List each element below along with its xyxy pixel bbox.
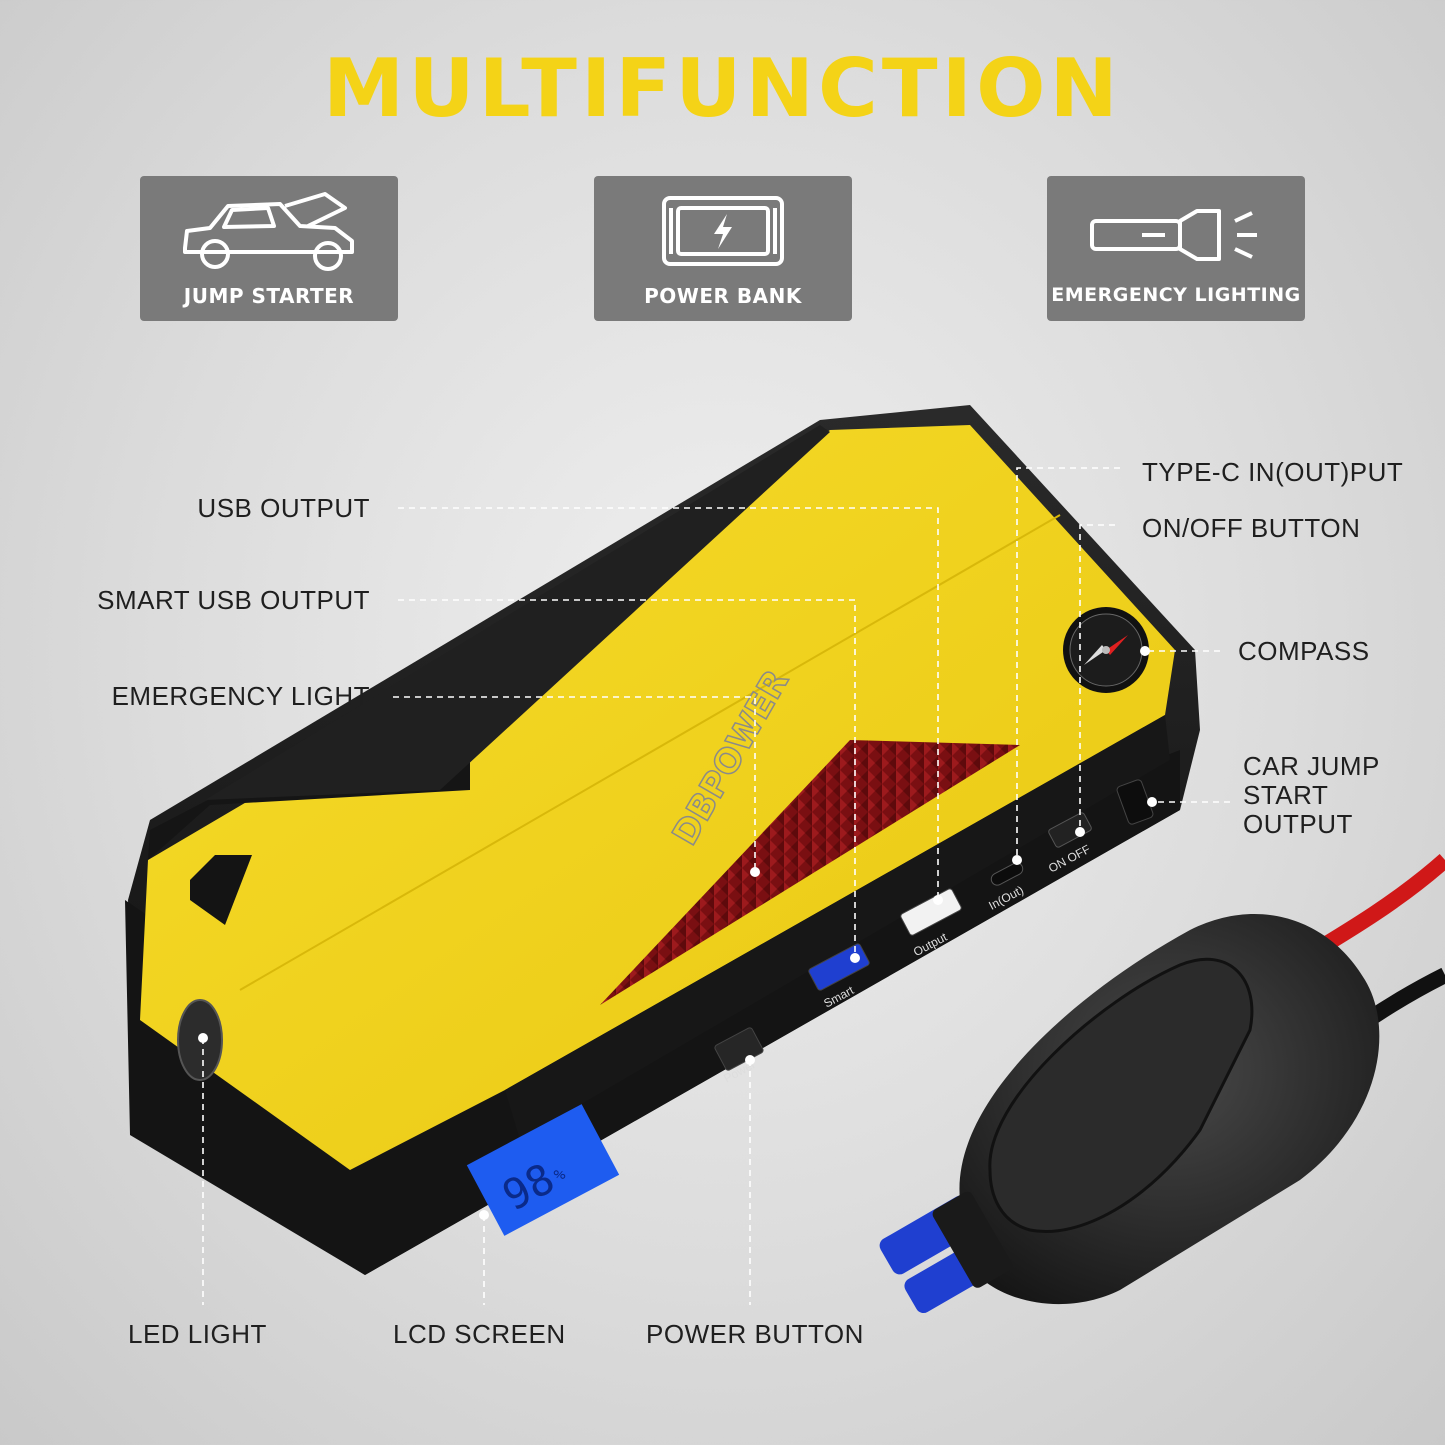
compass — [1063, 607, 1149, 693]
callout-line: OUTPUT — [1243, 809, 1353, 839]
callout-line: START — [1243, 780, 1329, 810]
feature-label: POWER BANK — [644, 284, 802, 308]
usb-output-port[interactable] — [900, 888, 962, 936]
callout-usb-output: USB OUTPUT — [197, 493, 370, 523]
feature-label: EMERGENCY LIGHTING — [1051, 284, 1301, 306]
jump-starter-device: 98 % Power Smart Output In(Out) ON OFF D… — [125, 405, 1200, 1275]
callout-dots — [198, 646, 1157, 1220]
callout-emergency-light: EMERGENCY LIGHT — [111, 681, 370, 711]
car-icon — [183, 192, 354, 271]
battery-icon — [662, 196, 784, 266]
page-headline: MULTIFUNCTION — [323, 42, 1122, 135]
callout-power-button: POWER BUTTON — [646, 1319, 864, 1349]
type-c-port[interactable] — [989, 861, 1025, 888]
emergency-light-reflector — [600, 740, 1020, 1005]
callout-leader-lines — [202, 467, 1230, 1305]
callout-line: CAR JUMP — [1243, 751, 1380, 781]
flashlight-icon — [1090, 209, 1257, 261]
feature-card-emergency-lighting: EMERGENCY LIGHTING — [1047, 176, 1305, 321]
callout-type-c: TYPE-C IN(OUT)PUT — [1142, 457, 1404, 487]
callout-car-jump-start-output: CAR JUMP START OUTPUT — [1243, 752, 1380, 839]
feature-card-jump-starter: JUMP STARTER — [140, 176, 398, 321]
callout-on-off-button: ON/OFF BUTTON — [1142, 513, 1361, 543]
feature-label: JUMP STARTER — [183, 284, 355, 308]
callout-led-light: LED LIGHT — [128, 1319, 267, 1349]
callout-lcd-screen: LCD SCREEN — [393, 1319, 566, 1349]
callout-smart-usb-output: SMART USB OUTPUT — [97, 585, 370, 615]
feature-card-power-bank: POWER BANK — [594, 176, 852, 321]
callout-compass: COMPASS — [1238, 636, 1370, 666]
car-jump-port[interactable] — [1116, 779, 1154, 825]
lcd-screen — [466, 1104, 620, 1236]
smart-clamp-module — [879, 914, 1380, 1314]
